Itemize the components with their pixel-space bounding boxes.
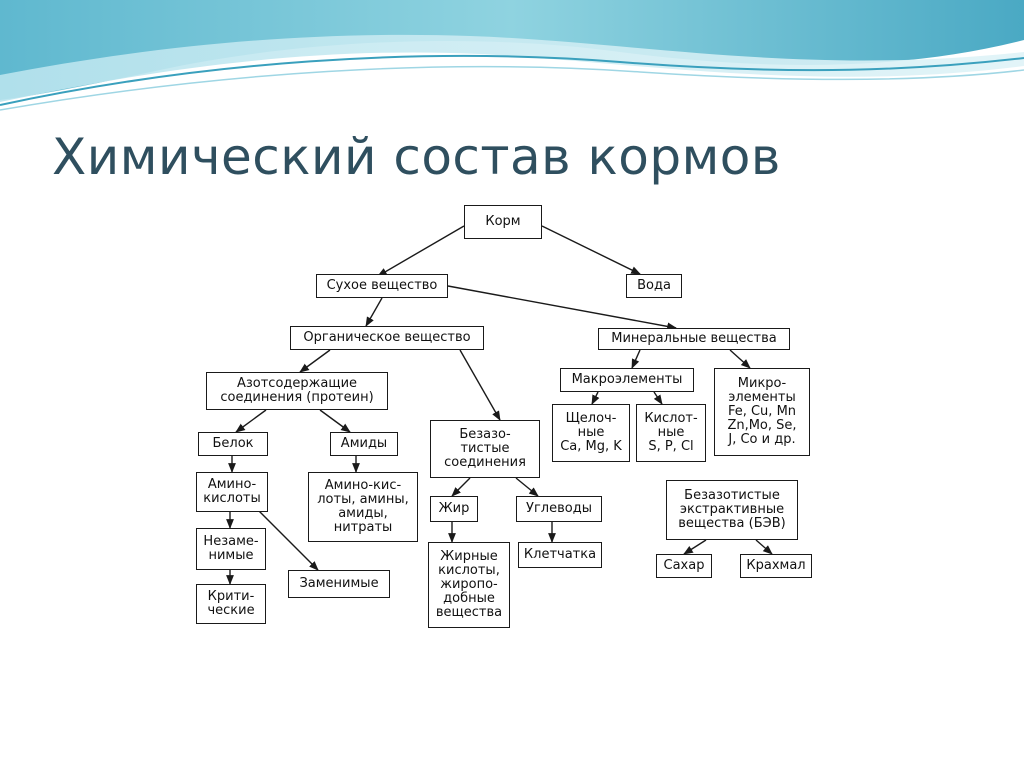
node-carbohydrates: Углеводы bbox=[516, 496, 602, 522]
node-starch: Крахмал bbox=[740, 554, 812, 578]
node-bev: Безазотистые экстрактивные вещества (БЭВ… bbox=[666, 480, 798, 540]
node-sugar: Сахар bbox=[656, 554, 712, 578]
node-fat: Жир bbox=[430, 496, 478, 522]
node-protein: Белок bbox=[198, 432, 268, 456]
node-nonnitrogen-compounds: Безазо- тистые соединения bbox=[430, 420, 540, 478]
node-amides: Амиды bbox=[330, 432, 398, 456]
node-fiber: Клетчатка bbox=[518, 542, 602, 568]
node-alkaline: Щелоч- ные Ca, Mg, K bbox=[552, 404, 630, 462]
node-critical: Крити- ческие bbox=[196, 584, 266, 624]
node-mineral: Минеральные вещества bbox=[598, 328, 790, 350]
page-title: Химический состав кормов bbox=[52, 128, 781, 186]
node-korm: Корм bbox=[464, 205, 542, 239]
wave-decoration bbox=[0, 0, 1024, 111]
node-nitrogen-compounds: Азотсодержащие соединения (протеин) bbox=[206, 372, 388, 410]
node-microelements: Микро- элементы Fe, Cu, Mn Zn,Mo, Se, J,… bbox=[714, 368, 810, 456]
node-amino-acids: Амино- кислоты bbox=[196, 472, 268, 512]
node-essential: Незаме- нимые bbox=[196, 528, 266, 570]
node-macroelements: Макроэлементы bbox=[560, 368, 694, 392]
node-amides-list: Амино-кис- лоты, амины, амиды, нитраты bbox=[308, 472, 418, 542]
node-water: Вода bbox=[626, 274, 682, 298]
node-fatty-substances: Жирные кислоты, жиропо- добные вещества bbox=[428, 542, 510, 628]
node-replaceable: Заменимые bbox=[288, 570, 390, 598]
node-dry-matter: Сухое вещество bbox=[316, 274, 448, 298]
node-organic: Органическое вещество bbox=[290, 326, 484, 350]
node-acidic: Кислот- ные S, P, Cl bbox=[636, 404, 706, 462]
